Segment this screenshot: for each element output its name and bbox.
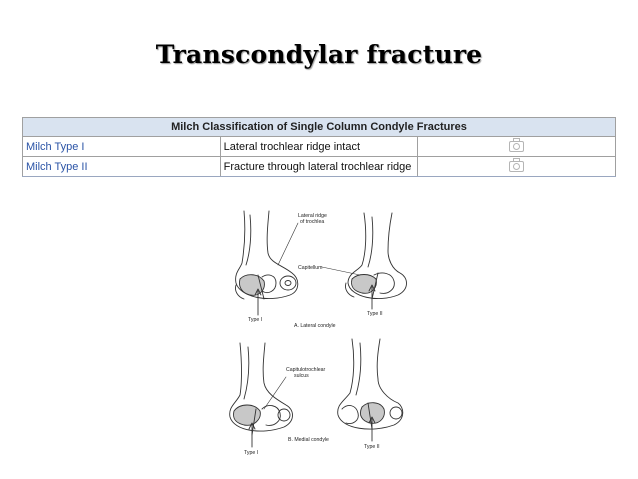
milch-classification-table: Milch Classification of Single Column Co…	[22, 117, 616, 177]
humerus-drawing-a2	[345, 212, 407, 300]
label-type-ii-b: Type II	[364, 444, 380, 450]
camera-button[interactable]	[417, 136, 616, 157]
label-type-i-a: Type I	[248, 317, 262, 323]
type-description: Fracture through lateral trochlear ridge	[219, 156, 419, 177]
slide-title: Transcondylar fracture	[155, 40, 483, 69]
label-sulcus: sulcus	[294, 373, 309, 379]
caption-lateral-condyle: A. Lateral condyle	[294, 323, 336, 329]
label-type-ii-a: Type II	[367, 311, 383, 317]
humerus-drawing-a1	[235, 210, 299, 300]
milch-type-link[interactable]: Milch Type I	[22, 136, 221, 157]
type-description: Lateral trochlear ridge intact	[219, 136, 419, 157]
table-row: Milch Type I Lateral trochlear ridge int…	[22, 136, 616, 157]
label-capitellum: Capitellum	[298, 265, 323, 271]
table-row: Milch Type II Fracture through lateral t…	[22, 156, 616, 177]
elbow-fracture-illustration: Lateral ridge of trochlea Capitellum Typ…	[222, 203, 428, 463]
label-type-i-b: Type I	[244, 450, 258, 456]
humerus-drawing-b1	[229, 342, 293, 436]
label-lateral-ridge: Lateral ridge	[298, 213, 327, 219]
caption-medial-condyle: B. Medial condyle	[288, 437, 329, 443]
camera-icon	[509, 158, 525, 172]
milch-type-link[interactable]: Milch Type II	[22, 156, 221, 177]
camera-icon	[509, 138, 525, 152]
label-lateral-ridge-2: of trochlea	[300, 219, 324, 225]
camera-button[interactable]	[417, 156, 616, 177]
table-header: Milch Classification of Single Column Co…	[22, 117, 616, 137]
label-capitulotrochlear: Capitulotrochlear	[286, 367, 325, 373]
humerus-drawing-b2	[337, 338, 404, 430]
table-header-row: Milch Classification of Single Column Co…	[22, 117, 616, 137]
